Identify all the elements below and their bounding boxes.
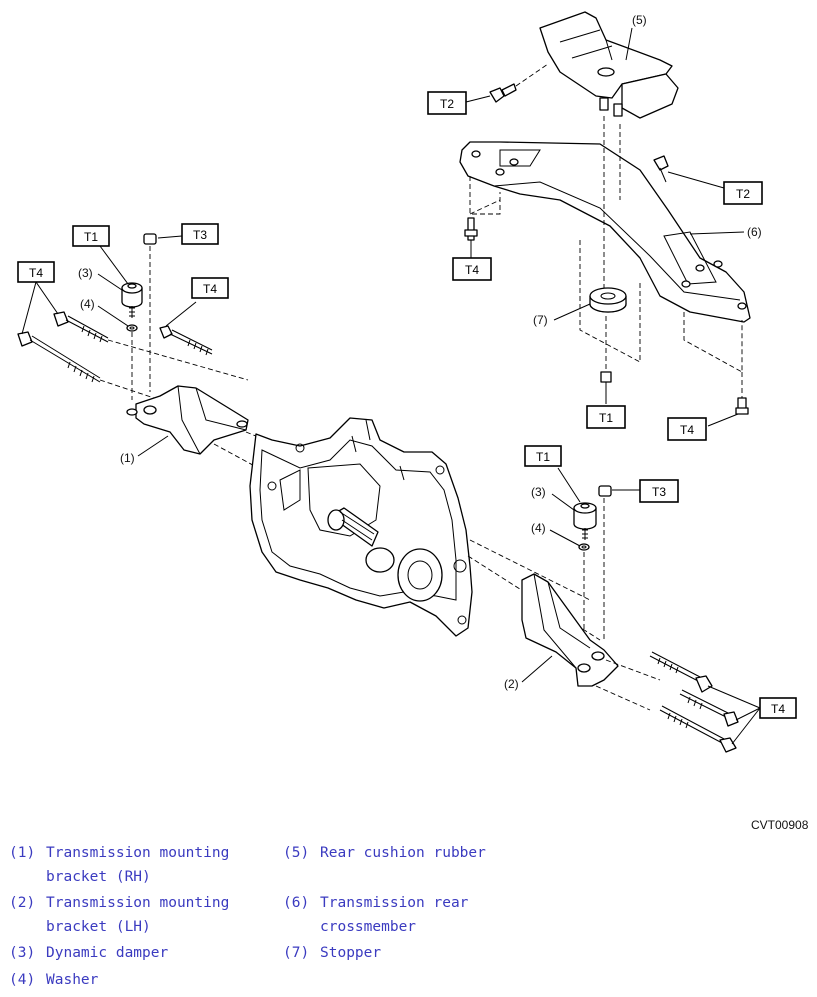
callout-3-left: (3) xyxy=(78,266,93,280)
mounting-bracket-lh xyxy=(521,573,619,687)
legend-number: (7) xyxy=(283,945,310,961)
torque-label-t3-left: T3 xyxy=(181,223,219,245)
legend-text-line2: bracket (RH) xyxy=(46,869,151,885)
legend-text-line2: bracket (LH) xyxy=(46,919,151,935)
nut-t1-stopper xyxy=(600,371,612,404)
torque-label-t4-crossmember-right: T4 xyxy=(667,417,707,441)
bolt-t4-crossmember-right xyxy=(735,397,749,415)
callout-3-right: (3) xyxy=(531,485,546,499)
dynamic-damper-left xyxy=(121,282,143,318)
legend-number: (6) xyxy=(283,895,310,911)
legend-text-line1: Rear cushion rubber xyxy=(320,845,486,861)
legend-item-6: (6) Transmission rear crossmember xyxy=(283,891,543,941)
legend-item-5: (5) Rear cushion rubber xyxy=(283,841,543,867)
callout-7: (7) xyxy=(533,313,548,327)
svg-text:T3: T3 xyxy=(652,485,666,499)
callout-5: (5) xyxy=(632,13,647,27)
legend-number: (1) xyxy=(9,845,36,861)
legend-text-line1: Transmission mounting xyxy=(46,845,230,861)
callout-4-right: (4) xyxy=(531,521,546,535)
legend-item-7: (7) Stopper xyxy=(283,941,543,967)
svg-text:T4: T4 xyxy=(29,266,43,280)
torque-label-t4-left-pair: T4 xyxy=(17,261,55,283)
svg-text:T2: T2 xyxy=(736,187,750,201)
bolt-t4-right-2 xyxy=(679,689,739,727)
torque-label-t3-right: T3 xyxy=(639,479,679,503)
torque-label-t4-left-single: T4 xyxy=(191,277,229,299)
nut-t3-left xyxy=(143,233,157,245)
svg-text:T4: T4 xyxy=(771,702,785,716)
nut-t3-right xyxy=(598,485,612,497)
legend-text-line1: Washer xyxy=(46,972,99,988)
legend-text-line1: Transmission mounting xyxy=(46,895,230,911)
svg-text:T4: T4 xyxy=(203,282,217,296)
bolt-t4-crossmember-left xyxy=(464,217,478,241)
legend-number: (5) xyxy=(283,845,310,861)
legend-item-4: (4) Washer xyxy=(9,968,269,994)
callout-1: (1) xyxy=(120,451,135,465)
bolt-t2-upper xyxy=(489,83,517,103)
torque-label-t1-left: T1 xyxy=(72,225,110,247)
transmission-case xyxy=(249,417,473,637)
rear-cushion-rubber xyxy=(539,11,679,119)
svg-text:T2: T2 xyxy=(440,97,454,111)
figure-code: CVT00908 xyxy=(751,818,809,832)
legend-item-3: (3) Dynamic damper xyxy=(9,941,269,967)
stopper xyxy=(589,287,627,313)
mounting-bracket-rh xyxy=(126,385,249,455)
dynamic-damper-right xyxy=(573,502,597,540)
exploded-parts-diagram: (5) (6) xyxy=(17,11,797,753)
washer-left xyxy=(126,324,138,332)
legend-number: (2) xyxy=(9,895,36,911)
bolt-t4-left-pair-lower xyxy=(17,331,101,383)
torque-label-t1-stopper: T1 xyxy=(586,405,626,429)
svg-text:T1: T1 xyxy=(84,230,98,244)
bolt-t2-right xyxy=(653,155,669,183)
legend-text-line1: Stopper xyxy=(320,945,382,961)
rear-crossmember xyxy=(459,141,751,323)
bolt-t4-right-3 xyxy=(659,705,737,753)
bolt-t4-left-short xyxy=(159,325,213,356)
legend-item-1: (1) Transmission mounting bracket (RH) xyxy=(9,841,269,891)
legend-item-2: (2) Transmission mounting bracket (LH) xyxy=(9,891,269,941)
torque-label-t2-upper: T2 xyxy=(427,91,467,115)
callout-6: (6) xyxy=(747,225,762,239)
callout-4-left: (4) xyxy=(80,297,95,311)
bolt-t4-left-pair-upper xyxy=(53,311,109,343)
svg-text:T4: T4 xyxy=(465,263,479,277)
torque-label-t4-crossmember: T4 xyxy=(452,257,492,281)
torque-label-t2-right: T2 xyxy=(723,181,763,205)
callout-2: (2) xyxy=(504,677,519,691)
svg-text:T3: T3 xyxy=(193,228,207,242)
washer-right xyxy=(578,543,590,551)
legend-text-line2: crossmember xyxy=(320,919,417,935)
bolt-t4-right-1 xyxy=(649,651,713,693)
svg-text:T1: T1 xyxy=(536,450,550,464)
legend-text-line1: Transmission rear xyxy=(320,895,469,911)
legend-number: (3) xyxy=(9,945,36,961)
svg-text:T1: T1 xyxy=(599,411,613,425)
torque-label-t4-right: T4 xyxy=(759,697,797,719)
legend-text-line1: Dynamic damper xyxy=(46,945,169,961)
svg-text:T4: T4 xyxy=(680,423,694,437)
torque-label-t1-right: T1 xyxy=(524,445,562,467)
legend-number: (4) xyxy=(9,972,36,988)
